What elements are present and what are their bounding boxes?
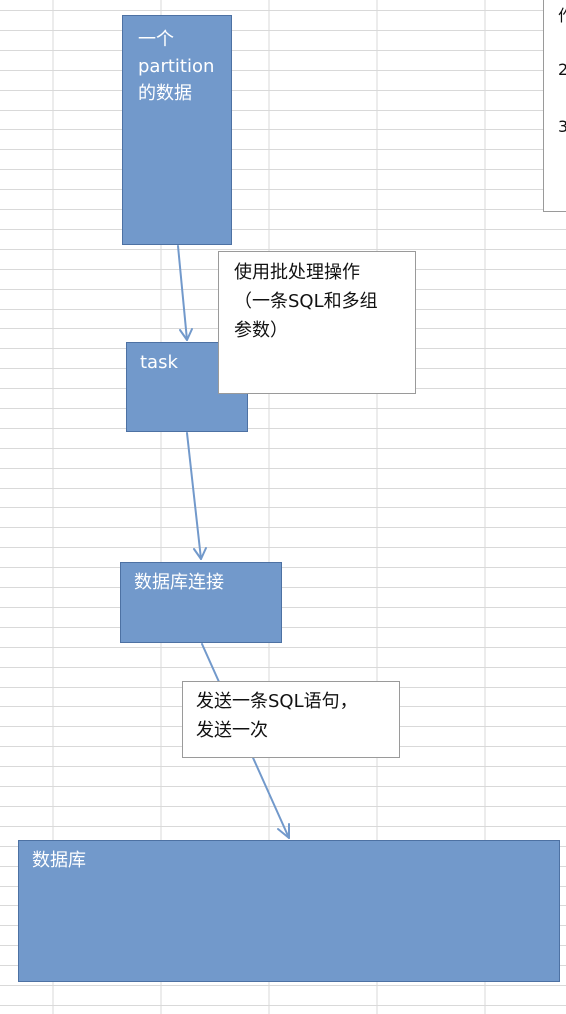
send-note: 发送一条SQL语句， 发送一次 [182, 681, 400, 758]
connection-label: 数据库连接 [134, 572, 224, 593]
batch-note-line-1: 使用批处理操作 [234, 262, 360, 283]
database-node: 数据库 [18, 840, 560, 982]
connection-node: 数据库连接 [120, 562, 282, 643]
batch-note-line-2: （一条SQL和多组 [234, 291, 378, 312]
partition-line-3: 的数据 [138, 83, 192, 104]
side-note-line-2: 2 [558, 60, 566, 79]
send-note-line-2: 发送一次 [196, 720, 268, 741]
side-note-line-3: 3 [558, 117, 566, 136]
side-note-box: 作 2 3 [543, 0, 566, 212]
task-label: task [140, 352, 178, 373]
partition-node: 一个 partition 的数据 [122, 15, 232, 245]
partition-line-1: 一个 [138, 29, 174, 50]
database-label: 数据库 [32, 850, 86, 871]
batch-note-line-3: 参数） [234, 320, 288, 341]
partition-line-2: partition [138, 56, 215, 77]
batch-note: 使用批处理操作 （一条SQL和多组 参数） [218, 251, 416, 394]
send-note-line-1: 发送一条SQL语句， [196, 691, 358, 712]
side-note-line-1: 作 [558, 2, 566, 26]
